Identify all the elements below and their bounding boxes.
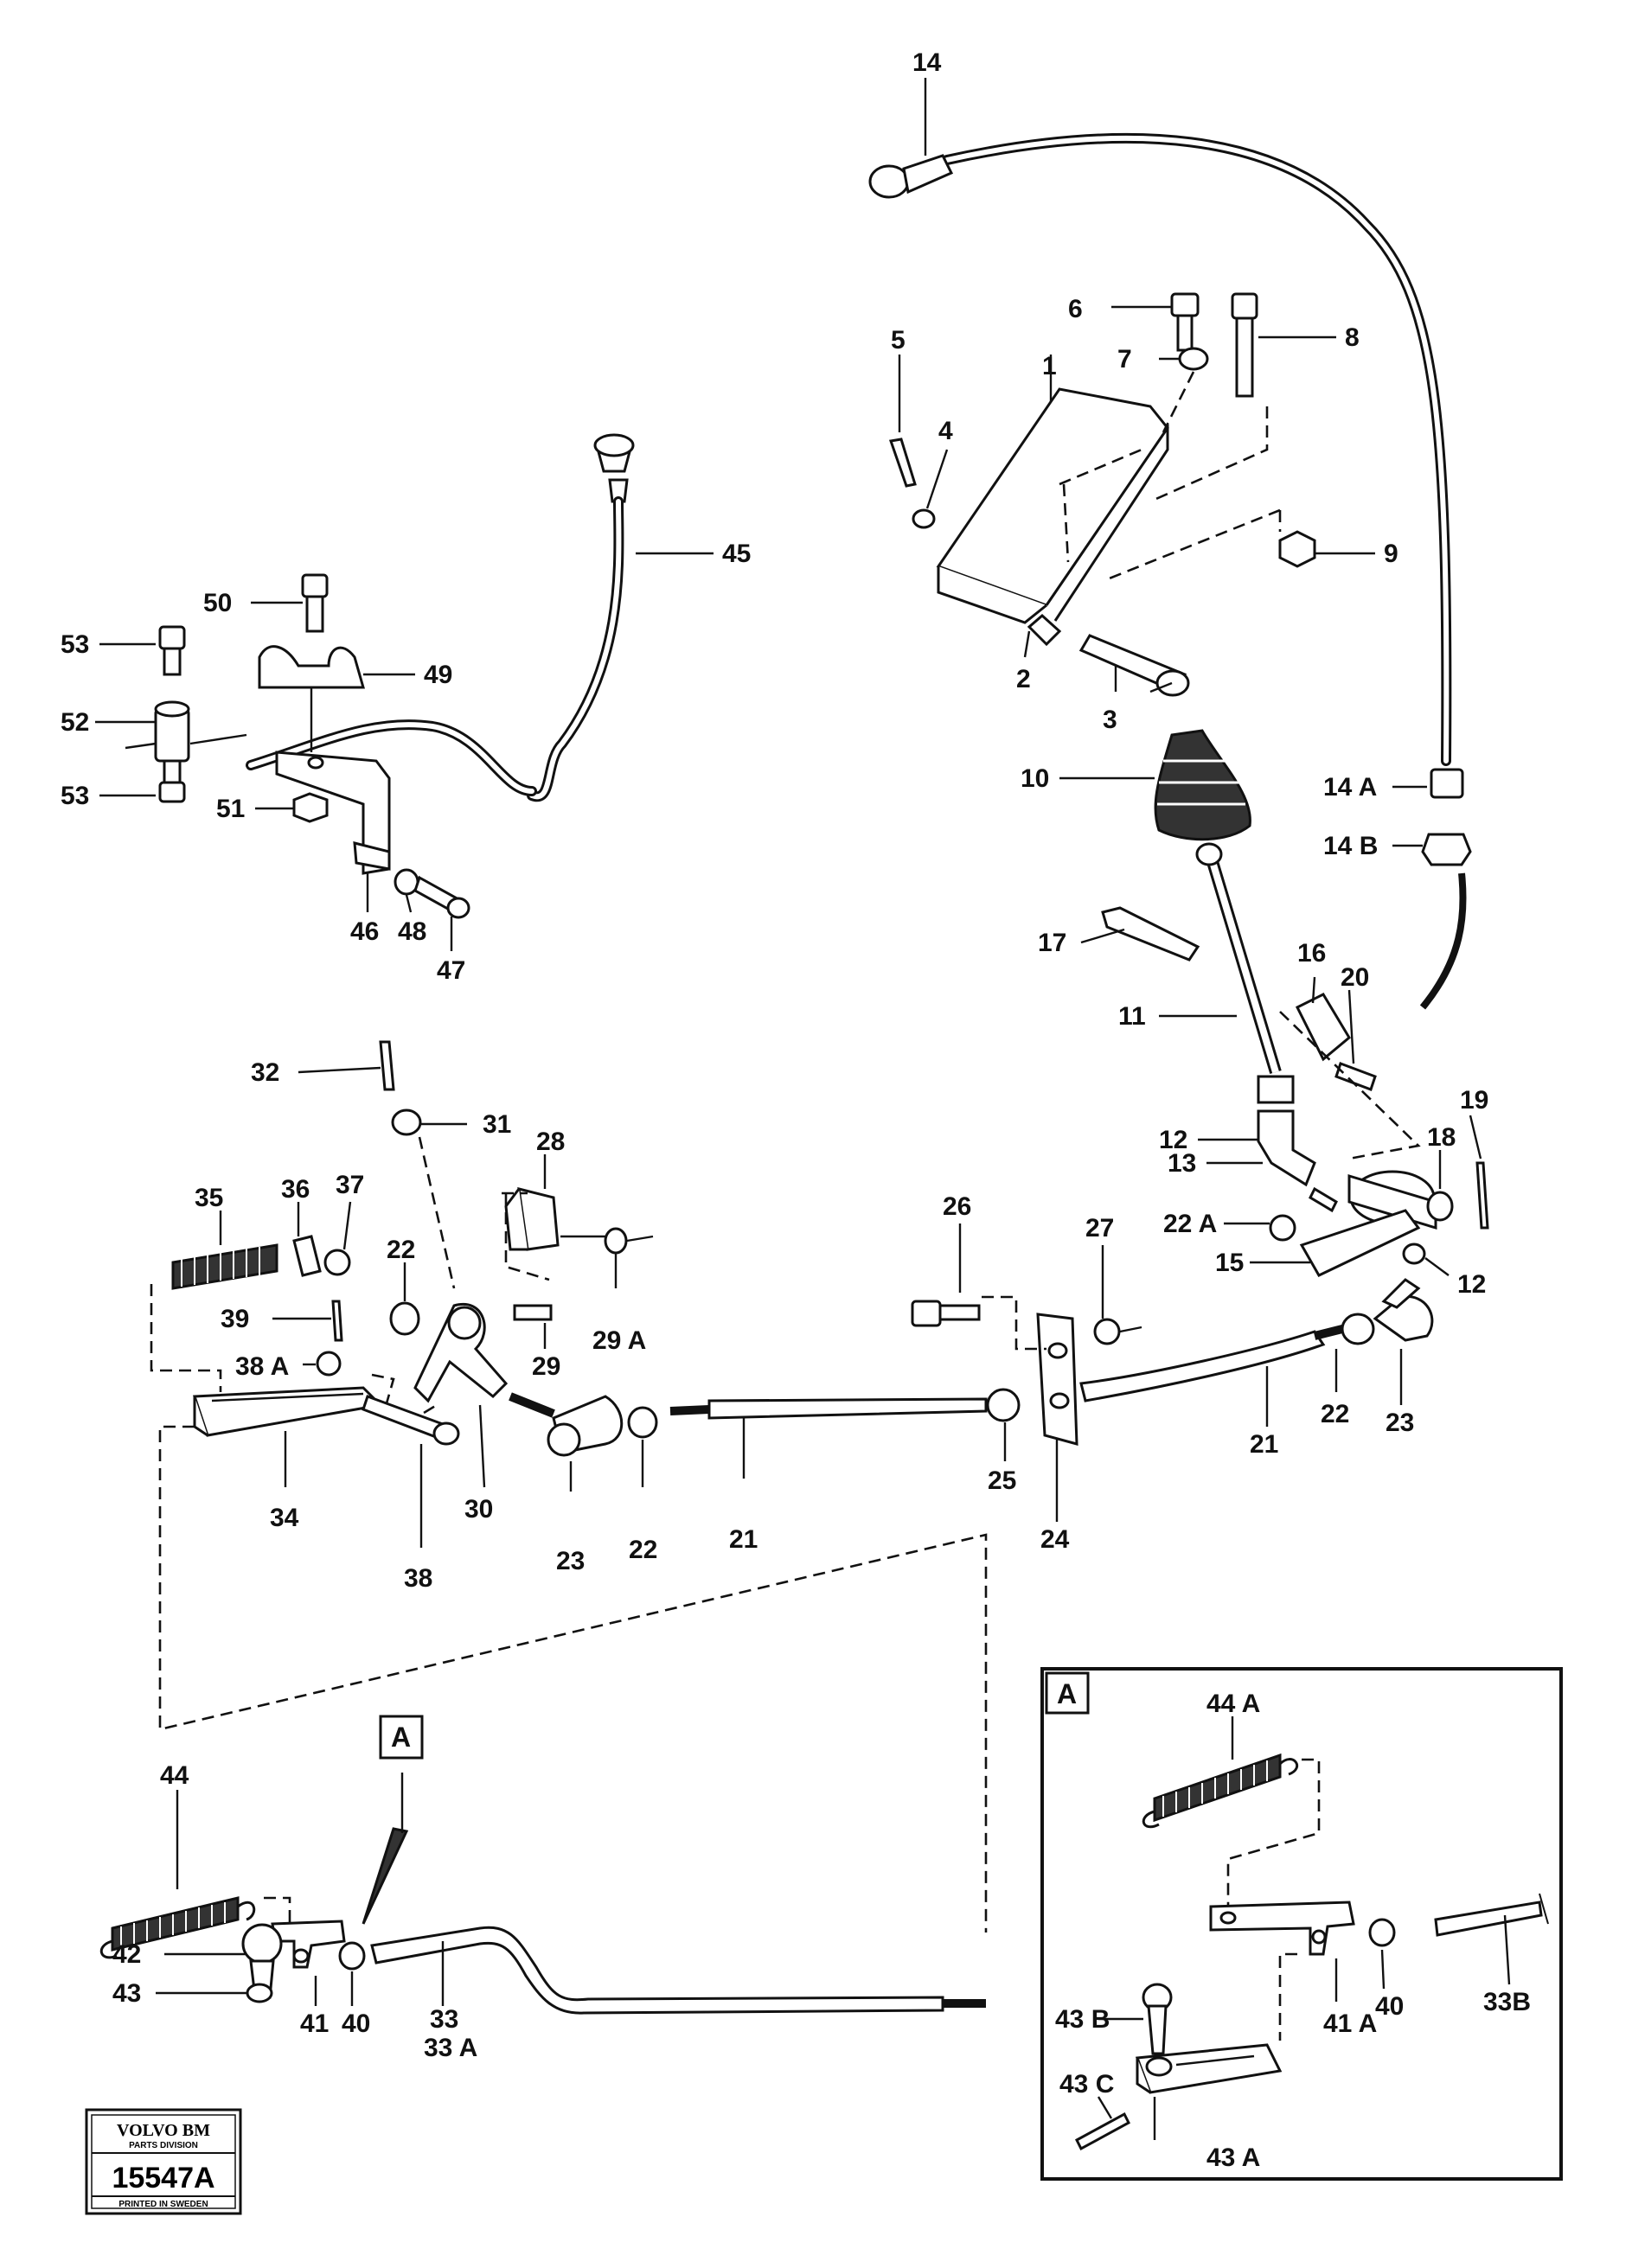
callout-17: 17 [1038, 929, 1066, 957]
callout-21-left: 21 [729, 1525, 758, 1554]
callout-18: 18 [1427, 1123, 1456, 1152]
linkage-rods-21 [509, 1223, 1434, 1522]
detail-ref-box [379, 1715, 424, 1760]
callout-21-right: 21 [1250, 1430, 1278, 1459]
callout-14a: 14 A [1323, 773, 1377, 802]
callout-14b: 14 B [1323, 832, 1378, 860]
callout-8: 8 [1345, 323, 1360, 352]
callout-23-right: 23 [1386, 1409, 1414, 1437]
lever-bracket-15 [1080, 906, 1489, 1277]
callout-33b: 33B [1483, 1988, 1531, 2016]
callout-22-right: 22 [1321, 1400, 1349, 1428]
callout-43: 43 [112, 1979, 141, 2008]
lever-assembly-30-34 [150, 1040, 988, 1933]
callout-2: 2 [1016, 665, 1031, 693]
callout-42: 42 [112, 1940, 141, 1969]
callout-7: 7 [1117, 345, 1132, 374]
callout-46: 46 [350, 917, 379, 946]
callout-24: 24 [1040, 1525, 1070, 1554]
callout-10: 10 [1021, 764, 1049, 793]
callout-20: 20 [1341, 963, 1369, 992]
callout-43a: 43 A [1206, 2143, 1260, 2172]
callout-44a: 44 A [1206, 1690, 1260, 1718]
callout-51: 51 [216, 795, 245, 823]
callout-41a: 41 A [1323, 2009, 1377, 2038]
callout-30: 30 [464, 1495, 493, 1524]
callout-1: 1 [1042, 352, 1057, 380]
callout-49: 49 [424, 661, 452, 689]
stamp-brand: VOLVO BM [117, 2121, 210, 2140]
callout-27: 27 [1085, 1214, 1114, 1243]
callout-38a: 38 A [235, 1352, 289, 1381]
callout-34: 34 [270, 1504, 299, 1532]
callout-5: 5 [891, 326, 906, 355]
callout-37: 37 [336, 1171, 364, 1199]
callout-22-mid: 22 [387, 1236, 415, 1264]
rubber-boot-10-rod-11 [1059, 729, 1282, 1075]
callout-4: 4 [938, 417, 953, 445]
callout-3: 3 [1103, 706, 1117, 734]
callout-13: 13 [1168, 1149, 1196, 1178]
callout-35: 35 [195, 1184, 223, 1212]
callout-23-left: 23 [556, 1547, 585, 1575]
callout-15: 15 [1215, 1249, 1244, 1277]
callout-11: 11 [1118, 1002, 1146, 1031]
callout-22a: 22 A [1163, 1210, 1217, 1238]
stop-cable-45 [95, 433, 714, 951]
stamp-division: PARTS DIVISION [129, 2141, 198, 2150]
callout-39: 39 [221, 1305, 249, 1333]
detail-ref-label: A [391, 1722, 411, 1753]
callout-19: 19 [1460, 1086, 1488, 1115]
callout-45: 45 [722, 540, 751, 568]
throttle-cable-14 [868, 78, 1472, 1010]
callout-38: 38 [404, 1564, 432, 1593]
callout-12a: 12 [1159, 1126, 1187, 1154]
callout-32: 32 [251, 1058, 279, 1087]
callout-6: 6 [1068, 295, 1083, 323]
callout-41: 41 [300, 2009, 329, 2038]
callout-50: 50 [203, 589, 232, 617]
callout-47: 47 [437, 956, 465, 985]
callout-labels: 14 6 8 5 7 1 4 9 2 3 10 14 A 14 B 17 16 … [61, 48, 1531, 2172]
callout-36: 36 [281, 1175, 310, 1204]
stamp-number: 15547A [112, 2162, 214, 2195]
inset-label: A [1057, 1678, 1077, 1709]
callout-12b: 12 [1457, 1270, 1486, 1299]
callout-48: 48 [398, 917, 426, 946]
callout-40-inset: 40 [1375, 1992, 1404, 2021]
callout-14: 14 [912, 48, 942, 77]
callout-43c: 43 C [1059, 2070, 1114, 2099]
lower-rod-33 [100, 1773, 986, 2015]
stamp-footer: PRINTED IN SWEDEN [118, 2200, 208, 2209]
callout-44: 44 [160, 1761, 189, 1790]
volvo-bm-stamp: VOLVO BM PARTS DIVISION 15547A PRINTED I… [85, 2108, 242, 2215]
callout-33: 33 [430, 2005, 458, 2034]
callout-31: 31 [483, 1110, 511, 1139]
callout-9: 9 [1384, 540, 1398, 568]
callout-40: 40 [342, 2009, 370, 2038]
accelerator-pedal-1 [889, 292, 1375, 697]
callout-16: 16 [1297, 939, 1326, 968]
callout-29a: 29 A [592, 1326, 646, 1355]
callout-22-left: 22 [629, 1536, 657, 1564]
callout-29: 29 [532, 1352, 560, 1381]
callout-26: 26 [943, 1192, 971, 1221]
callout-53-bottom: 53 [61, 782, 89, 810]
callout-43b: 43 B [1055, 2005, 1110, 2034]
callout-33a: 33 A [424, 2034, 477, 2062]
callout-28: 28 [536, 1128, 565, 1156]
callout-52: 52 [61, 708, 89, 737]
detail-inset-a [1040, 1667, 1563, 2181]
callout-25: 25 [988, 1466, 1016, 1495]
callout-53-top: 53 [61, 630, 89, 659]
